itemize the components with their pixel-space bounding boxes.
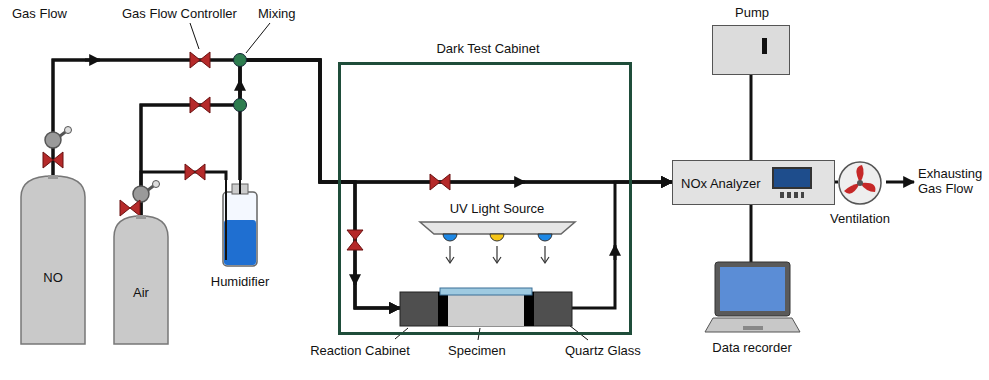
gas-pipe (240, 60, 672, 182)
pump-slot (762, 38, 767, 54)
humidifier-bottle: Humidifier (220, 180, 260, 268)
exhaust-arrow (886, 181, 914, 184)
humidifier-bottle-shape (220, 180, 260, 268)
gas-pipe (141, 172, 226, 215)
node-label: NOx Analyzer (681, 176, 760, 191)
node-label: Air (133, 285, 149, 300)
part-label: Specimen (448, 343, 506, 358)
reaction-cabinet: Reaction Cabinet (400, 288, 572, 326)
gas-pipe (53, 60, 672, 182)
laptop: Data recorder (705, 262, 800, 334)
uv-lamp: UV Light Source (420, 222, 575, 267)
node-label: Humidifier (211, 274, 270, 289)
leader-lines (190, 23, 588, 340)
node-label: NO (43, 270, 63, 285)
gas-pipe (141, 60, 672, 215)
node-label: Ventilation (830, 211, 890, 226)
laptop-shape (705, 262, 800, 334)
gas-cylinder-shape (113, 215, 169, 345)
flow-label: Gas Flow (12, 6, 67, 21)
mixing-point (234, 54, 247, 67)
node-label: Pump (735, 5, 769, 20)
gas-cylinder-shape (20, 175, 86, 345)
analyzer-keys (780, 192, 804, 198)
exhaust-label: Exhausting Gas Flow (918, 166, 986, 196)
gas-cylinder: NO (20, 175, 86, 345)
gas-pipe (750, 75, 753, 160)
gas-pipe (53, 60, 400, 308)
valve-knob (45, 132, 61, 148)
gas-pipe (141, 60, 400, 308)
gas-pipe (835, 181, 838, 184)
mixing-point (234, 99, 247, 112)
valve-knob (133, 186, 149, 202)
gas-cylinder: Air (113, 215, 169, 345)
analyzer-screen (772, 167, 812, 189)
valve-handle (65, 127, 72, 134)
pump-box: Pump (712, 25, 790, 75)
gas-pipe (750, 205, 753, 262)
analyzer-box: NOx Analyzer (672, 160, 835, 205)
node-label: Dark Test Cabinet (436, 41, 539, 56)
gas-pipe (572, 182, 672, 308)
dark-cabinet: Dark Test CabinetUV Light SourceReaction… (338, 62, 632, 335)
ventilation-fan-shape (838, 161, 882, 205)
part-label: Mixing (258, 6, 296, 21)
valve-handle (153, 181, 160, 188)
node-label: Data recorder (712, 340, 791, 355)
ventilation-fan: Ventilation (838, 161, 882, 205)
reaction-cabinet-shape (400, 288, 572, 326)
part-label: Gas Flow Controller (122, 6, 237, 21)
part-label: Quartz Glass (565, 343, 641, 358)
node-label: Reaction Cabinet (310, 343, 410, 358)
uv-lamp-shape (420, 222, 575, 267)
node-label: UV Light Source (450, 201, 545, 216)
